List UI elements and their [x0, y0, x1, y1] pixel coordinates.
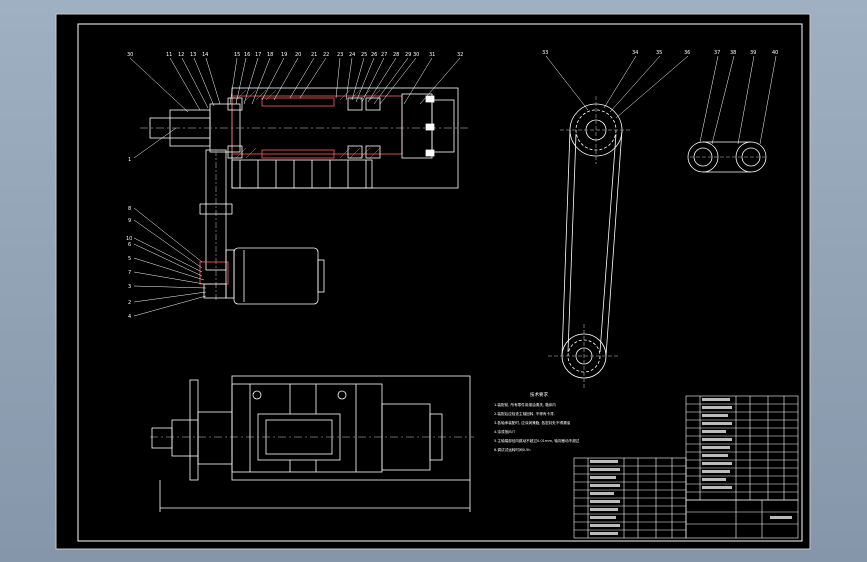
callout-numbers-left: 8 9 106 5 7 3 2 4 [126, 206, 132, 320]
callout-27: 27 [381, 52, 387, 58]
callout-25: 25 [361, 52, 367, 58]
svg-text:9: 9 [128, 218, 131, 224]
drawing-border [77, 23, 803, 542]
callout-18: 18 [267, 52, 273, 58]
callout-16: 16 [244, 52, 250, 58]
svg-text:10: 10 [126, 236, 132, 242]
svg-text:36: 36 [684, 50, 690, 56]
callout-19: 19 [281, 52, 287, 58]
svg-text:5: 5 [128, 256, 131, 262]
bom-text-marks [590, 398, 792, 535]
tech-req-1: 1.装配前, 所有零件用煤油清洗, 箱体内 [494, 402, 556, 407]
tech-req-3: 3.各轴承装配时, 应涂润滑脂, 各密封处不得漏油 [494, 420, 571, 425]
tech-req-title: 技术要求 [530, 391, 548, 398]
technical-requirements: 技术要求 1.装配前, 所有零件用煤油清洗, 箱体内 2.装配后应检查主轴回转,… [494, 391, 580, 452]
svg-text:8: 8 [128, 206, 131, 212]
svg-text:2: 2 [128, 300, 131, 306]
callout-31: 30 [413, 52, 419, 58]
callout-14: 14 [202, 52, 208, 58]
svg-text:7: 7 [128, 270, 131, 276]
motor-assembly [199, 149, 325, 305]
belt-drive-view [548, 96, 632, 388]
top-plan-view [150, 375, 474, 512]
callout-15: 15 [234, 52, 240, 58]
bill-of-materials-table [573, 395, 799, 539]
svg-text:34: 34 [632, 50, 638, 56]
svg-text:39: 39 [750, 50, 756, 56]
svg-text:40: 40 [772, 50, 778, 56]
callout-11: 11 [166, 52, 172, 58]
callout-1: 1 [128, 157, 131, 163]
callout-24: 24 [349, 52, 355, 58]
callout-21: 21 [311, 52, 317, 58]
callout-22: 22 [323, 52, 329, 58]
callout-12: 12 [178, 52, 184, 58]
callout-leaders-left [133, 207, 207, 317]
pulley-section-view [687, 141, 767, 173]
callout-29: 29 [405, 52, 411, 58]
callout-17: 17 [255, 52, 261, 58]
tech-req-6: 6.调试试运转时间0.5h [494, 447, 531, 452]
callout-numbers-section: 37 38 39 40 [714, 50, 778, 56]
callout-32: 31 [429, 52, 435, 58]
callout-numbers-top: 30 11 12 13 14 15 16 17 18 19 20 21 22 2… [127, 52, 463, 163]
callout-23: 23 [337, 52, 343, 58]
svg-text:3: 3 [128, 284, 131, 290]
callout-13: 13 [190, 52, 196, 58]
svg-text:38: 38 [730, 50, 736, 56]
callout-30: 30 [127, 52, 133, 58]
tech-req-4: 4.涂漆按JB/T [494, 429, 516, 434]
callout-leaders-belt [545, 55, 689, 119]
callout-28: 28 [393, 52, 399, 58]
svg-text:37: 37 [714, 50, 720, 56]
callout-leaders-section [699, 55, 777, 145]
spindle-assembly-view [140, 87, 470, 189]
svg-text:6: 6 [128, 242, 131, 248]
callout-20: 20 [295, 52, 301, 58]
svg-text:35: 35 [656, 50, 662, 56]
svg-text:33: 33 [542, 50, 548, 56]
callout-leaders-top [129, 57, 461, 159]
tech-req-2: 2.装配后应检查主轴回转, 不得有卡滞, [494, 411, 555, 416]
callout-numbers-belt: 33 34 35 36 [542, 50, 690, 56]
tech-req-5: 5.主轴端部径向跳动不超过0.01mm, 轴向窜动不超过 [494, 438, 580, 443]
callout-33: 32 [457, 52, 463, 58]
svg-text:4: 4 [128, 314, 131, 320]
callout-26: 26 [371, 52, 377, 58]
